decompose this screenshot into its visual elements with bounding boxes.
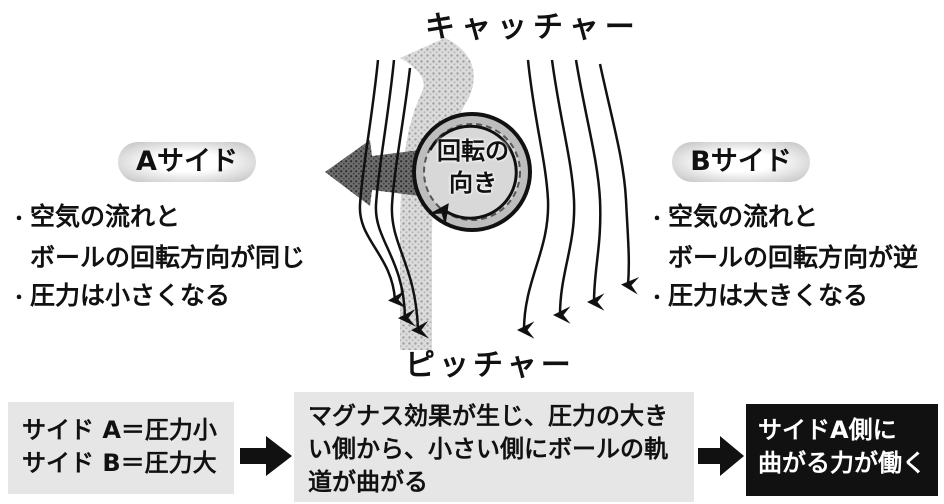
side-b-label: Bサイド (672, 142, 810, 182)
side-a-label: Aサイド (118, 142, 256, 182)
flow-arrow-2-icon (698, 436, 744, 476)
side-b-notes: 空気の流れと ボールの回転方向が逆 圧力は大きくなる (648, 198, 944, 318)
force-arrow-icon (325, 140, 420, 206)
flow-arrow-1-icon (240, 436, 292, 476)
airflow-lines-side-a (358, 59, 429, 339)
flow-step-pressure: サイド A＝圧力小 サイド B＝圧力大 (8, 402, 234, 494)
rotation-label: 回転の 向き (437, 137, 509, 197)
side-a-notes: 空気の流れと ボールの回転方向が同じ 圧力は小さくなる (10, 198, 330, 318)
pitcher-label: ピッチャー (405, 348, 575, 383)
catcher-label: キャッチャー (425, 10, 641, 45)
rotation-arrow-icon (428, 124, 518, 227)
flow-step-result: サイドA側に 曲がる力が働く (746, 404, 938, 496)
side-a-note: 空気の流れと ボールの回転方向が同じ (10, 198, 330, 277)
flow-step-magnus-effect: マグナス効果が生じ、圧力の大きい側から、小さい側にボールの軌道が曲がる (294, 392, 694, 502)
side-b-note: 圧力は大きくなる (648, 277, 944, 318)
airflow-lines-side-b (517, 59, 640, 339)
side-b-note: 空気の流れと ボールの回転方向が逆 (648, 198, 944, 277)
side-a-note: 圧力は小さくなる (10, 277, 330, 318)
